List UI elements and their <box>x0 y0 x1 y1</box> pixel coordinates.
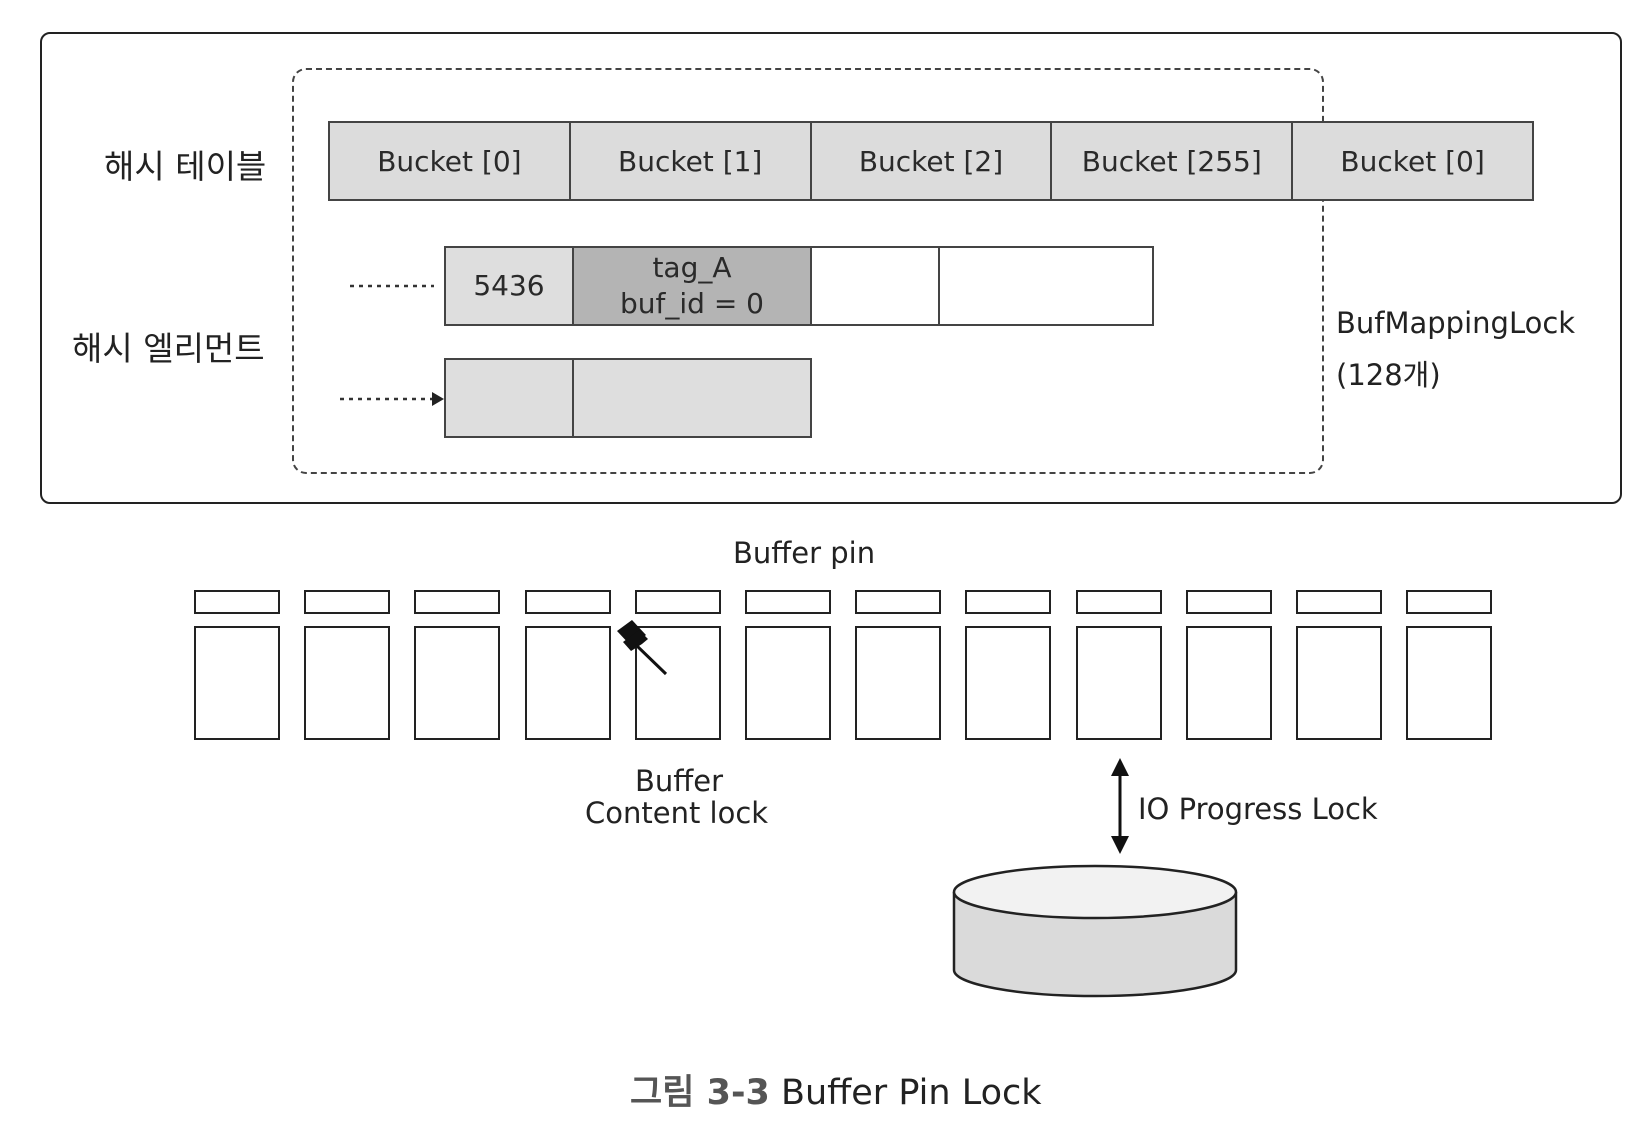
bucket-2: Bucket [2] <box>812 123 1053 199</box>
element-key: 5436 <box>473 269 545 302</box>
buffer-block <box>1406 626 1492 740</box>
buffer-pin-label: Buffer pin <box>733 536 876 570</box>
buffer-block <box>965 626 1051 740</box>
element-tag-cell: tag_A buf_id = 0 <box>572 246 812 326</box>
buffer-content-lock-line2: Content lock <box>585 796 769 830</box>
buffer-block <box>304 626 390 740</box>
hash-element-label: 해시 엘리먼트 <box>72 329 265 368</box>
buffer-block <box>635 626 721 740</box>
buffer-pin-slot <box>745 590 831 614</box>
element-2-cell-a <box>444 358 574 438</box>
disk-icon <box>952 864 1238 998</box>
buffer-content-lock-line1: Buffer <box>635 764 724 798</box>
element-empty-cell-2 <box>938 246 1154 326</box>
buffer-block <box>414 626 500 740</box>
arrow-head <box>432 392 444 406</box>
element-buf-id: buf_id = 0 <box>619 287 764 320</box>
bucket-1: Bucket [1] <box>571 123 812 199</box>
buffer-block <box>745 626 831 740</box>
buf-mapping-region <box>292 68 1324 474</box>
figure-number: 그림 3-3 <box>630 1073 770 1113</box>
buffer-pin-slot <box>855 590 941 614</box>
buffer-block <box>855 626 941 740</box>
buffer-block <box>1076 626 1162 740</box>
buffer-pin-slot <box>635 590 721 614</box>
hash-table-frame <box>40 32 1622 504</box>
element-2-cell-b <box>572 358 812 438</box>
bucket-row: Bucket [0] Bucket [1] Bucket [2] Bucket … <box>328 121 1534 201</box>
buffer-pin-slot <box>414 590 500 614</box>
io-double-arrow <box>1111 758 1129 854</box>
io-progress-lock-label: IO Progress Lock <box>1138 792 1378 826</box>
bucket-255: Bucket [255] <box>1052 123 1294 199</box>
buf-mapping-lock-count: (128개) <box>1336 358 1441 392</box>
buffer-pin-slot <box>965 590 1051 614</box>
buffer-block <box>1296 626 1382 740</box>
buffer-pin-slot <box>1076 590 1162 614</box>
element-key-cell: 5436 <box>444 246 574 326</box>
buffer-pin-slot <box>1406 590 1492 614</box>
figure-title: Buffer Pin Lock <box>780 1073 1042 1113</box>
buffer-block <box>1186 626 1272 740</box>
buffer-pin-slot <box>1186 590 1272 614</box>
buffer-pin-slot <box>525 590 611 614</box>
buffer-pin-slot <box>1296 590 1382 614</box>
buffer-block <box>525 626 611 740</box>
element-tag: tag_A <box>652 251 732 284</box>
bucket-0-wrap: Bucket [0] <box>1340 144 1485 178</box>
buffer-pin-slot <box>304 590 390 614</box>
buffer-block <box>194 626 280 740</box>
buf-mapping-lock-label: BufMappingLock <box>1336 306 1576 340</box>
bucket-0: Bucket [0] <box>330 123 571 199</box>
hash-table-label: 해시 테이블 <box>104 147 267 186</box>
buffer-pin-slot <box>194 590 280 614</box>
pushpin-icon <box>617 620 668 676</box>
figure-caption: 그림 3-3 Buffer Pin Lock <box>630 1064 1042 1115</box>
